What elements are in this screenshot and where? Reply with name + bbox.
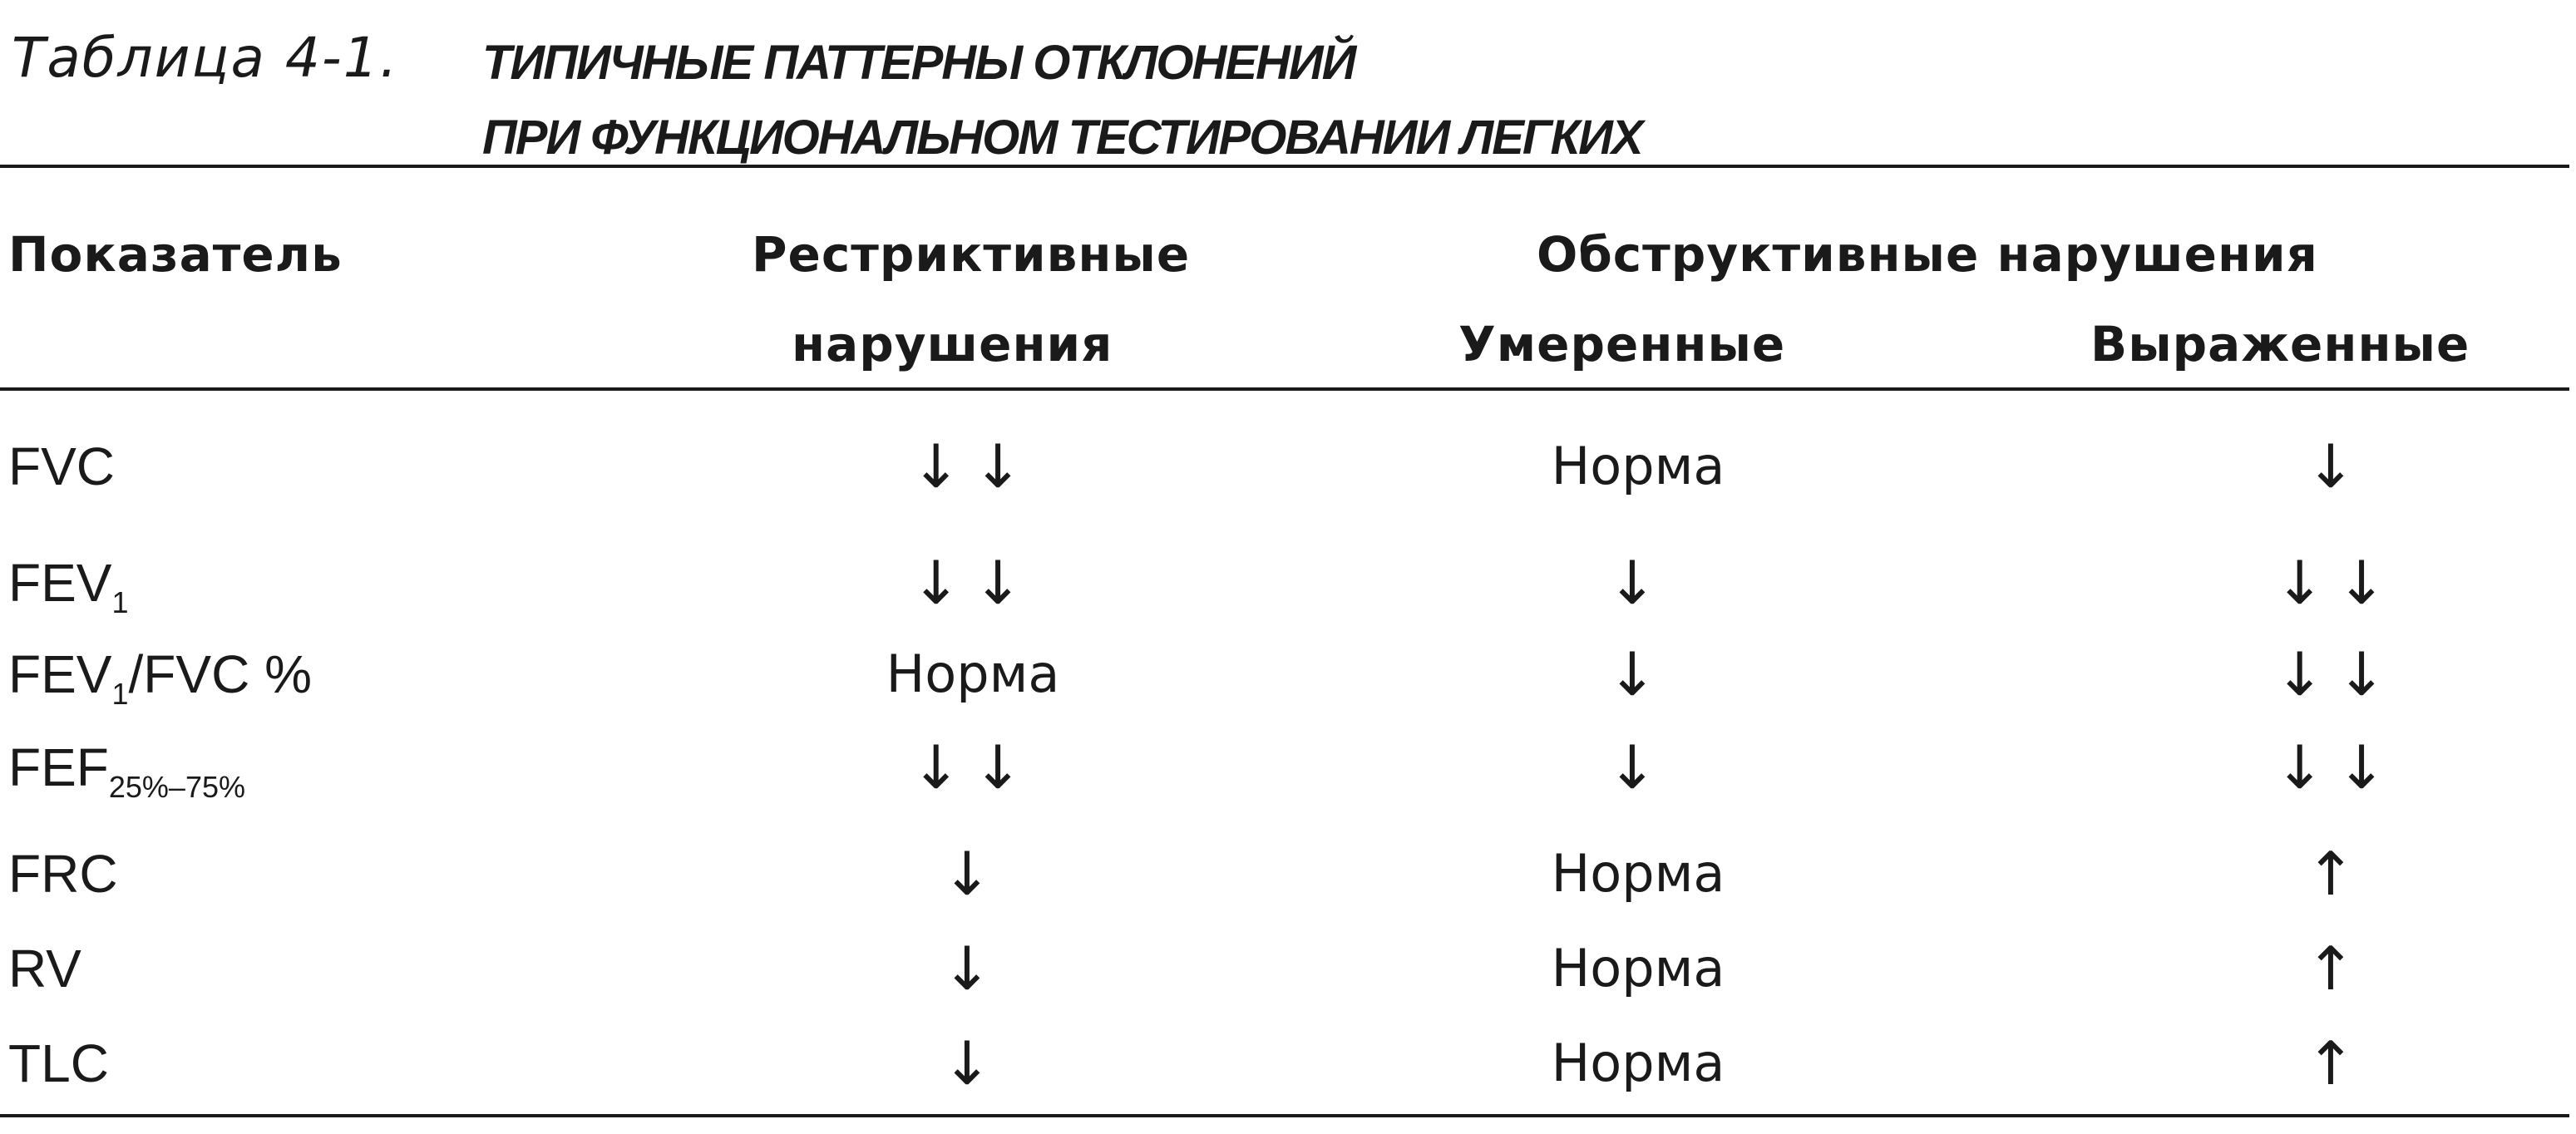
parameter-subscript: 1	[111, 677, 129, 711]
severe-value: ↓↓	[2274, 732, 2399, 802]
table-row: FRC ↓ Норма ↑	[0, 828, 2569, 920]
table-number: Таблица 4-1.	[12, 26, 399, 90]
parameter-label-tail: /FVC %	[128, 644, 312, 704]
header-parameter: Показатель	[8, 226, 343, 283]
moderate-value: Норма	[1551, 938, 1725, 998]
table-row: FEV1 ↓↓ ↓ ↓↓	[0, 537, 2569, 629]
parameter-subscript: 1	[111, 585, 129, 619]
restrictive-value: ↓	[941, 839, 1004, 909]
parameter-label: FEV	[8, 644, 112, 704]
table-row: FVC ↓↓ Норма ↓	[0, 421, 2569, 512]
restrictive-value: Норма	[886, 643, 1060, 704]
header-severe: Выраженные	[2090, 316, 2470, 372]
parameter-subscript: 25%–75%	[108, 770, 246, 804]
parameter-label: FEV	[8, 553, 112, 613]
row-parameter: RV	[8, 923, 81, 1014]
severe-value: ↑	[2305, 934, 2368, 1003]
moderate-value: Норма	[1551, 1033, 1725, 1093]
restrictive-value: ↓↓	[910, 548, 1035, 618]
row-parameter: FEV1/FVC %	[8, 629, 312, 720]
row-parameter: FEF25%–75%	[8, 722, 245, 813]
table-title: Таблица 4-1. ТИПИЧНЫЕ ПАТТЕРНЫ ОТКЛОНЕНИ…	[12, 17, 2573, 183]
header-restrictive-line-1: Рестриктивные	[752, 226, 1191, 283]
header-moderate: Умеренные	[1458, 316, 1786, 372]
header-restrictive-line-2: нарушения	[792, 316, 1113, 372]
table-row: TLC ↓ Норма ↑	[0, 1018, 2569, 1109]
moderate-value: ↓	[1606, 732, 1670, 802]
table-row: RV ↓ Норма ↑	[0, 923, 2569, 1014]
parameter-label: FRC	[8, 844, 118, 904]
parameter-label: RV	[8, 939, 81, 998]
bottom-rule	[0, 1114, 2569, 1117]
table-row: FEF25%–75% ↓↓ ↓ ↓↓	[0, 722, 2569, 813]
moderate-value: ↓	[1606, 548, 1670, 618]
restrictive-value: ↓	[941, 934, 1004, 1003]
row-parameter: FEV1	[8, 537, 129, 629]
severe-value: ↑	[2305, 839, 2368, 909]
row-parameter: TLC	[8, 1018, 109, 1109]
table-title-line-1: ТИПИЧНЫЕ ПАТТЕРНЫ ОТКЛОНЕНИЙ	[482, 36, 1356, 90]
parameter-label: FEF	[8, 737, 109, 797]
severe-value: ↓↓	[2274, 639, 2399, 709]
restrictive-value: ↓↓	[910, 431, 1035, 501]
parameter-label: FVC	[8, 436, 115, 496]
top-rule	[0, 165, 2569, 168]
severe-value: ↑	[2305, 1028, 2368, 1098]
header-rule	[0, 387, 2569, 391]
row-parameter: FRC	[8, 828, 118, 920]
moderate-value: Норма	[1551, 843, 1725, 904]
parameter-label: TLC	[8, 1033, 109, 1093]
table-title-line-2: ПРИ ФУНКЦИОНАЛЬНОМ ТЕСТИРОВАНИИ ЛЕГКИХ	[482, 111, 1644, 165]
restrictive-value: ↓↓	[910, 732, 1035, 802]
row-parameter: FVC	[8, 421, 115, 512]
moderate-value: ↓	[1606, 639, 1670, 709]
header-obstructive: Обструктивные нарушения	[1537, 226, 2318, 283]
severe-value: ↓↓	[2274, 548, 2399, 618]
moderate-value: Норма	[1551, 436, 1725, 496]
table-row: FEV1/FVC % Норма ↓ ↓↓	[0, 629, 2569, 720]
severe-value: ↓	[2305, 431, 2368, 501]
restrictive-value: ↓	[941, 1028, 1004, 1098]
